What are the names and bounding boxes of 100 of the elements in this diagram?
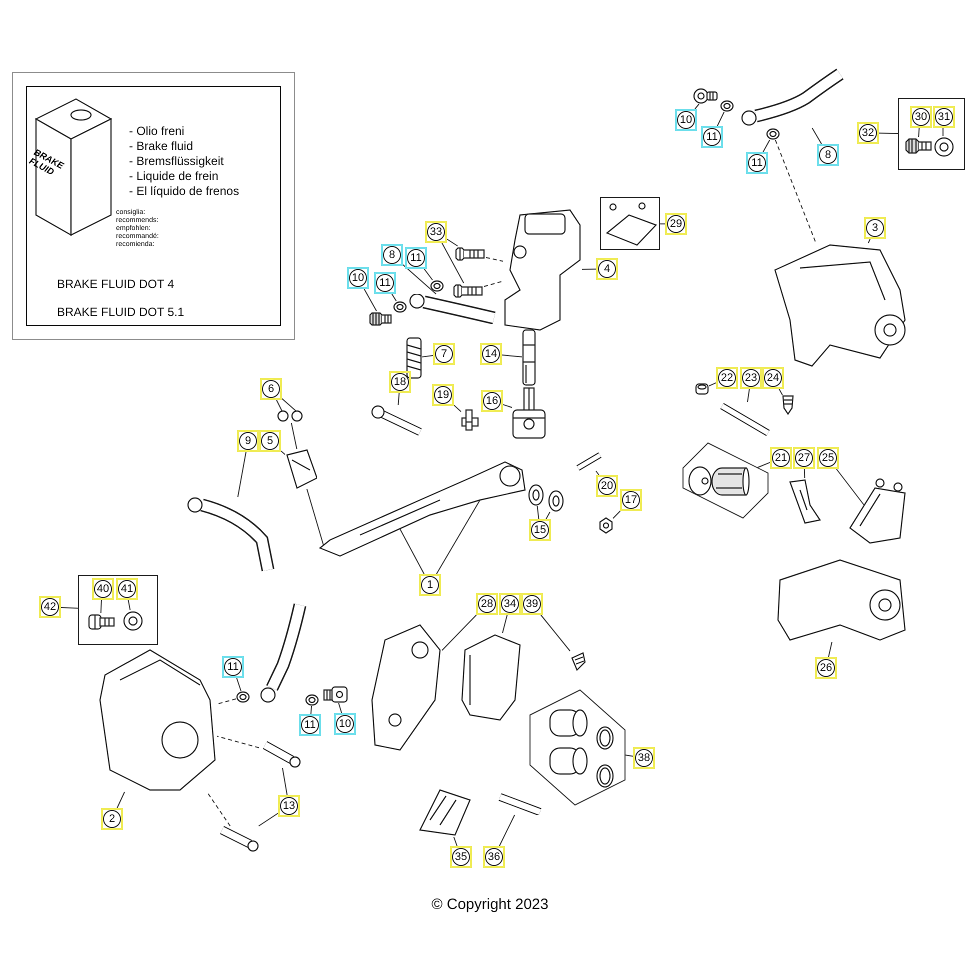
- callout-number: 15: [531, 521, 549, 539]
- leader-line: [258, 812, 278, 826]
- callout-number: 1: [421, 576, 439, 594]
- leader-line: [582, 268, 596, 270]
- leader-line: [364, 288, 377, 312]
- leader-line: [747, 388, 750, 402]
- spec-text: BRAKE FLUID DOT 4: [57, 277, 174, 291]
- list-item: - Liquide de frein: [129, 169, 218, 183]
- leader-line: [595, 470, 600, 476]
- leader-line: [442, 614, 477, 651]
- spec-text: BRAKE FLUID DOT 5.1: [57, 305, 184, 319]
- assembly-line: [484, 280, 504, 287]
- callout-number: 31: [935, 108, 953, 126]
- assembly-line: [774, 140, 816, 244]
- leader-line: [306, 488, 324, 548]
- callout-number: 23: [742, 369, 760, 387]
- callout-number: 41: [118, 580, 136, 598]
- callout-number: 36: [485, 848, 503, 866]
- leader-line: [778, 388, 783, 396]
- leader-line: [237, 452, 246, 498]
- callout-number: 26: [817, 659, 835, 677]
- leader-line: [422, 354, 434, 358]
- leader-line: [502, 354, 522, 358]
- callout-number: 28: [478, 595, 496, 613]
- list-item: - El líquido de frenos: [129, 184, 240, 198]
- leader-line: [402, 264, 437, 294]
- leader-line: [546, 512, 550, 520]
- leader-line: [536, 506, 540, 520]
- leader-line: [310, 706, 312, 714]
- callout-number: 21: [772, 449, 790, 467]
- leader-line: [100, 598, 102, 614]
- leader-line: [453, 836, 458, 846]
- callout-number: 24: [764, 369, 782, 387]
- leader-line: [762, 140, 770, 152]
- leader-line: [454, 404, 462, 412]
- leader-line: [116, 792, 126, 808]
- callout-number: 14: [482, 345, 500, 363]
- assembly-line: [486, 257, 504, 262]
- callout-number: 40: [94, 580, 112, 598]
- callout-number: 42: [41, 598, 59, 616]
- list-item: - Bremsflüssigkeit: [129, 154, 224, 168]
- callout-number: 18: [391, 373, 409, 391]
- callout-number: 10: [677, 111, 695, 129]
- callout-number: 4: [598, 260, 616, 278]
- callout-number: 19: [434, 386, 452, 404]
- callout-number: 10: [349, 269, 367, 287]
- note-panel: [12, 72, 295, 340]
- callout-number: 3: [866, 219, 884, 237]
- callout-number: 11: [703, 128, 721, 146]
- callout-number: 25: [819, 449, 837, 467]
- callout-number: 8: [383, 246, 401, 264]
- leader-line: [436, 500, 480, 574]
- leader-line: [290, 422, 298, 450]
- callout-number: 11: [748, 154, 766, 172]
- leader-line: [812, 128, 822, 144]
- leader-line: [756, 462, 770, 468]
- kit-frame: [898, 98, 965, 170]
- assembly-line: [216, 736, 260, 748]
- leader-line: [660, 223, 666, 224]
- list-item: - Olio freni: [129, 124, 184, 138]
- leader-line: [338, 702, 342, 714]
- leader-line: [236, 678, 242, 692]
- list-item: - Brake fluid: [129, 139, 194, 153]
- callout-number: 11: [376, 274, 394, 292]
- leader-line: [441, 242, 464, 284]
- leader-line: [868, 238, 871, 244]
- leader-line: [280, 450, 286, 456]
- leader-line: [918, 126, 920, 138]
- leader-line: [400, 528, 425, 574]
- leader-line: [502, 404, 512, 408]
- assembly-line: [206, 792, 231, 826]
- leader-line: [612, 510, 621, 519]
- callout-number: 17: [622, 491, 640, 509]
- assembly-line: [216, 698, 236, 705]
- callout-number: 20: [598, 477, 616, 495]
- callout-number: 9: [239, 432, 257, 450]
- leader-line: [446, 238, 458, 246]
- callout-number: 35: [452, 848, 470, 866]
- leader-line: [498, 814, 516, 846]
- callout-number: 29: [667, 215, 685, 233]
- leader-line: [716, 112, 725, 126]
- leader-line: [708, 382, 716, 386]
- copyright-text: © Copyright 2023: [430, 896, 550, 913]
- callout-number: 22: [718, 369, 736, 387]
- callout-number: 2: [103, 810, 121, 828]
- callout-number: 34: [501, 595, 519, 613]
- callout-number: 39: [523, 595, 541, 613]
- callout-number: 11: [301, 716, 319, 734]
- leader-line: [540, 614, 570, 652]
- kit-frame: [78, 575, 158, 645]
- leader-line: [624, 754, 634, 757]
- callout-number: 11: [224, 658, 242, 676]
- callout-number: 27: [795, 449, 813, 467]
- callout-number: 32: [859, 124, 877, 142]
- callout-number: 11: [407, 249, 425, 267]
- callout-number: 7: [435, 345, 453, 363]
- leader-line: [391, 294, 397, 302]
- leader-line: [694, 104, 700, 110]
- leader-line: [128, 598, 131, 610]
- callout-number: 5: [261, 432, 279, 450]
